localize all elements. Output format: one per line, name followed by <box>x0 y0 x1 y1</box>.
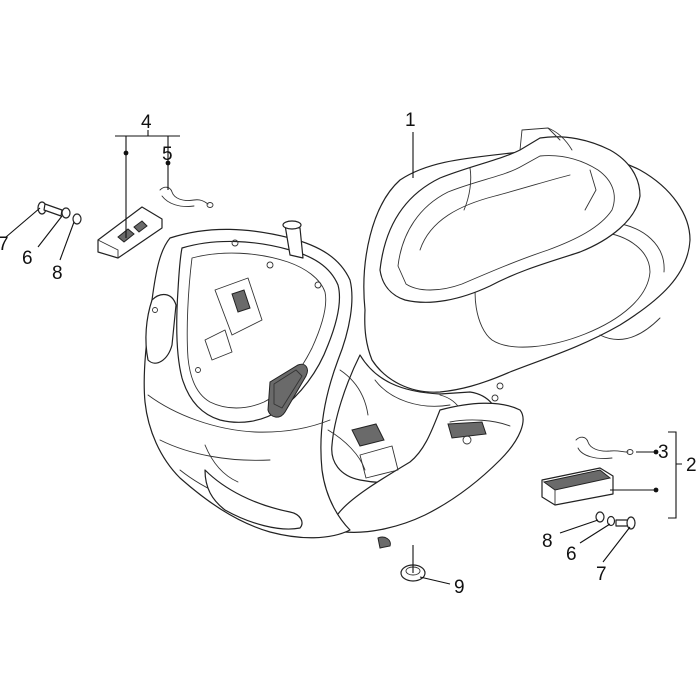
frame-body-part <box>331 127 691 533</box>
part-bracket-right <box>541 467 614 506</box>
part-bolt-right <box>615 516 636 530</box>
callout-7-right: 7 <box>596 564 607 585</box>
part-washer-right-8 <box>595 511 605 523</box>
callout-1: 1 <box>405 110 416 131</box>
front-legshield <box>143 220 399 549</box>
callout-3: 3 <box>658 442 669 463</box>
callout-4: 4 <box>141 112 152 133</box>
part-washer-left-8 <box>72 213 82 225</box>
callout-7-left: 7 <box>0 234 9 255</box>
part-washer-right-6 <box>606 515 616 527</box>
leader-lines <box>5 130 682 585</box>
leader-dots <box>123 150 659 493</box>
part-bracket-left <box>97 206 163 259</box>
part-washer-left-6 <box>61 207 71 219</box>
callout-8-right: 8 <box>542 531 553 552</box>
part-cable-right <box>575 436 634 459</box>
callout-8-left: 8 <box>52 263 63 284</box>
callout-6-right: 6 <box>566 544 577 565</box>
callout-6-left: 6 <box>22 248 33 269</box>
callout-5: 5 <box>162 144 173 165</box>
part-cable-left <box>159 186 214 208</box>
callout-9: 9 <box>454 577 465 598</box>
callout-2: 2 <box>686 455 697 476</box>
part-bolt-left <box>37 201 63 217</box>
